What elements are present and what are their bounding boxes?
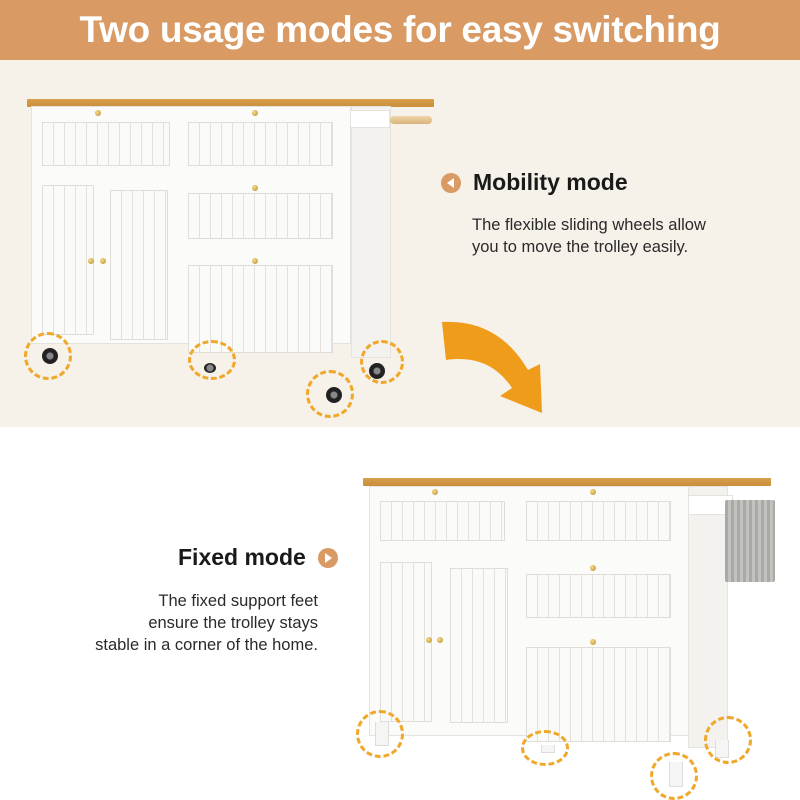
fixed-desc-line-1: The fixed support feet (158, 592, 318, 610)
trolley-with-wheels-image (24, 99, 434, 418)
wheel-highlight (24, 332, 72, 380)
foot-highlight (704, 716, 752, 764)
play-left-icon (441, 172, 461, 193)
curved-arrow-icon (442, 321, 542, 413)
foot-highlight (356, 710, 404, 758)
mobility-desc-line-2: you to move the trolley easily. (472, 238, 689, 256)
foot-highlight (521, 730, 569, 766)
fixed-desc-line-3: stable in a corner of the home. (95, 636, 318, 654)
wheel-highlight (360, 340, 404, 384)
banner-title: Two usage modes for easy switching (79, 9, 721, 50)
mobility-mode-heading: Mobility mode (441, 169, 628, 196)
fixed-mode-heading: Fixed mode (178, 544, 338, 571)
wheel-highlight (188, 340, 236, 380)
mobility-mode-description: The flexible sliding wheels allow you to… (472, 214, 706, 258)
mobility-mode-title: Mobility mode (473, 169, 628, 195)
mobility-desc-line-1: The flexible sliding wheels allow (472, 216, 706, 234)
fixed-mode-description: The fixed support feet ensure the trolle… (40, 590, 318, 656)
fixed-desc-line-2: ensure the trolley stays (148, 614, 318, 632)
fixed-mode-title: Fixed mode (178, 544, 306, 570)
foot-highlight (650, 752, 698, 800)
banner: Two usage modes for easy switching (0, 0, 800, 60)
play-right-icon (317, 547, 338, 568)
wheel-highlight (306, 370, 354, 418)
